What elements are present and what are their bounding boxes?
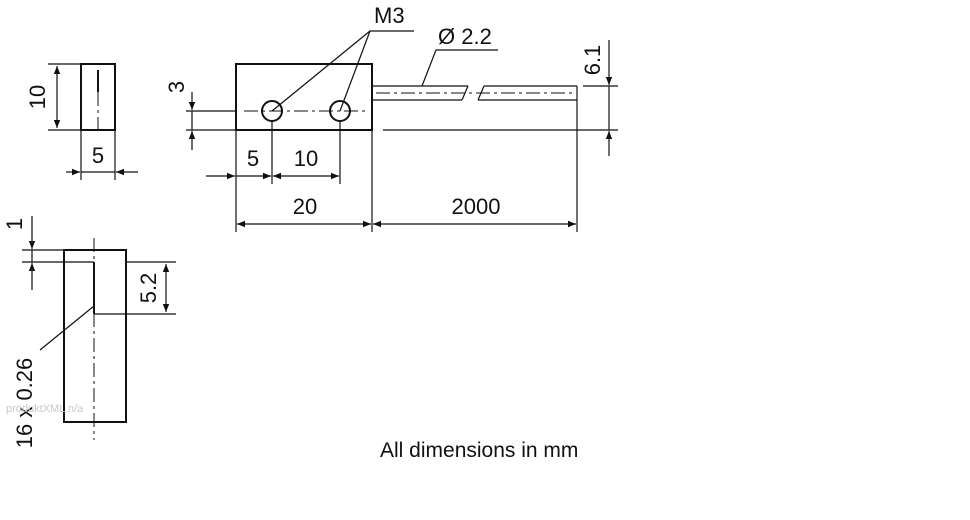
front-view-body: [63, 249, 127, 423]
units-note: All dimensions in mm: [380, 439, 578, 462]
label-cable-2000: 2000: [452, 194, 501, 219]
top-view-body: [235, 63, 373, 131]
label-top-1: 1: [2, 218, 27, 230]
side-view-small: [48, 63, 138, 180]
label-hole-offset-5: 5: [247, 146, 259, 171]
leader-slot-spec: [39, 305, 95, 351]
label-hole-spacing-10: 10: [294, 146, 318, 171]
cable: [372, 85, 578, 101]
label-cable-height: 6.1: [580, 45, 605, 76]
watermark: produktXML n/a: [6, 403, 84, 415]
label-slot-spec: 16 x 0.26: [12, 358, 37, 449]
label-height-small: 10: [25, 85, 50, 109]
label-length-20: 20: [293, 194, 317, 219]
label-thread: M3: [374, 3, 405, 28]
label-offset-3: 3: [164, 81, 189, 93]
label-diameter: Ø 2.2: [438, 24, 492, 49]
front-view: [22, 216, 176, 440]
label-width-small: 5: [92, 143, 104, 168]
leader-diameter: [421, 49, 498, 87]
top-view: [186, 30, 618, 232]
label-slot-5-2: 5.2: [136, 273, 161, 304]
leader-m3-right: [339, 30, 371, 112]
leader-m3-left: [271, 30, 414, 112]
